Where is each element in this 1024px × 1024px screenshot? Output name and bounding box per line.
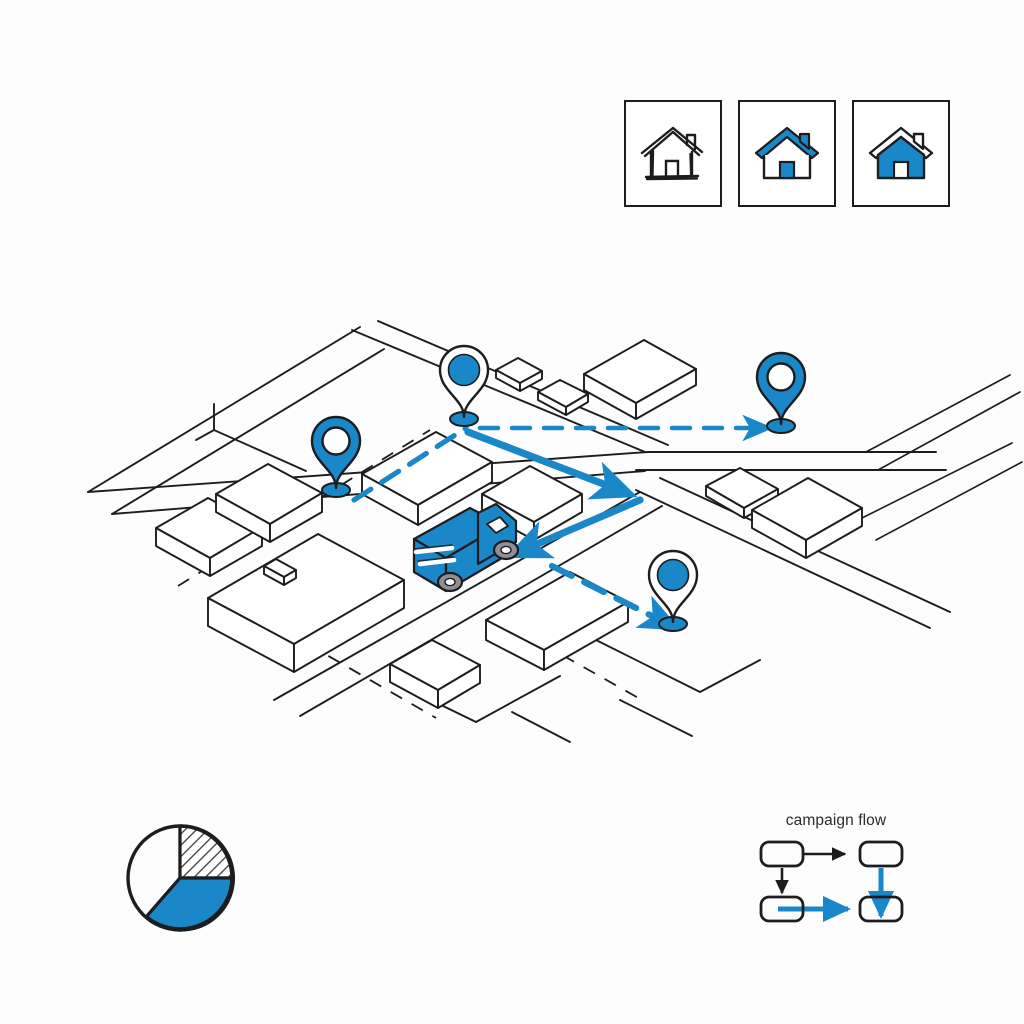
route-dashed-alt-east [351, 425, 469, 503]
map-pin-pickup[interactable] [310, 415, 362, 498]
building-block [495, 357, 543, 392]
house-icon-sketch-box[interactable] [624, 100, 722, 207]
building-blocks [155, 339, 863, 709]
building-block [485, 571, 629, 671]
flow-node-top-left [759, 840, 805, 868]
campaign-flow-svg [759, 840, 904, 923]
house-filled-icon [868, 126, 934, 179]
building-block [583, 339, 697, 420]
campaign-flow-diagram: campaign flow [756, 812, 916, 932]
building-block [215, 463, 323, 543]
building-block [537, 379, 589, 416]
campaign-flow-title: campaign flow [785, 812, 887, 829]
flow-node-bottom-right [858, 895, 904, 923]
building-block [361, 431, 493, 526]
pie-chart-svg [126, 824, 236, 932]
map-pin-waypoint-north[interactable] [438, 344, 490, 427]
flow-node-top-right [858, 840, 904, 868]
route-paths [351, 414, 774, 631]
house-sketch-icon [640, 125, 704, 180]
building-block [751, 477, 863, 559]
map-pin-destination-east[interactable] [755, 351, 807, 434]
building-block [389, 639, 481, 709]
route-solid-leg-2 [504, 496, 644, 559]
route-dashed-to-bottom-pin [548, 562, 682, 631]
building-block-large [207, 533, 405, 673]
map-pin-destination-south[interactable] [647, 549, 699, 632]
house-icon-filled-box[interactable] [852, 100, 950, 207]
delivery-truck[interactable] [412, 502, 520, 593]
house-icon-progression [624, 100, 950, 207]
delivery-share-pie [124, 822, 236, 934]
pie-slice-blue [144, 876, 234, 931]
route-solid-leg-1 [464, 428, 638, 500]
house-icon-partial-box[interactable] [738, 100, 836, 207]
flow-node-bottom-left [759, 895, 805, 923]
house-partial-icon [754, 126, 820, 179]
